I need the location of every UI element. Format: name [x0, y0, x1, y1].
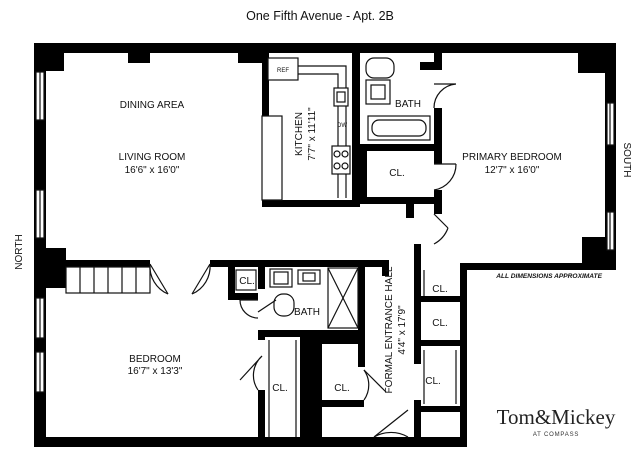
dining-area-label: DINING AREA: [120, 100, 185, 111]
brand-sub: AT COMPASS: [533, 432, 579, 438]
closet-label-hall-2: CL.: [432, 318, 448, 329]
closet-label-bedroom: CL.: [272, 383, 288, 394]
doors: [149, 83, 457, 438]
closet-label-bath2: CL.: [239, 276, 255, 287]
plan-title: One Fifth Avenue - Apt. 2B: [246, 9, 394, 23]
living-room-label: LIVING ROOM: [119, 152, 186, 163]
bath-1-fixtures: [365, 57, 431, 141]
kitchen-dim: 7'7" x 11'11": [307, 107, 318, 161]
hall-label: FORMAL ENTRANCE HALL: [384, 266, 395, 393]
brand-logo: Tom&Mickey: [497, 405, 616, 429]
bedroom-label: BEDROOM: [129, 354, 181, 365]
compass-south: SOUTH: [621, 143, 632, 178]
closet-label-small: CL.: [334, 383, 350, 394]
bath-2-label: BATH: [294, 307, 320, 318]
closet-label-hall-3: CL.: [425, 376, 441, 387]
bath-1-label: BATH: [395, 99, 421, 110]
primary-bedroom-label: PRIMARY BEDROOM: [462, 152, 562, 163]
room-labels: DINING AREA LIVING ROOM 16'6" x 16'0" KI…: [119, 99, 562, 394]
closet-rods: [235, 269, 457, 437]
fridge-label: REF: [277, 68, 289, 74]
kitchen-fixtures: REF DW: [261, 57, 351, 201]
closet-label-hall-1: CL.: [432, 284, 448, 295]
bath-2-fixtures: [269, 267, 359, 329]
closet-label-bath1: CL.: [389, 168, 405, 179]
dimensions-note: ALL DIMENSIONS APPROXIMATE: [495, 273, 602, 280]
interior-walls: [46, 53, 460, 447]
compass-north: NORTH: [14, 234, 25, 269]
bedroom-dim: 16'7" x 13'3": [128, 366, 183, 377]
kitchen-label: KITCHEN: [294, 112, 305, 156]
dishwasher-label: DW: [337, 123, 347, 129]
windows: [35, 71, 615, 393]
primary-bedroom-dim: 12'7" x 16'0": [485, 165, 540, 176]
living-room-dim: 16'6" x 16'0": [125, 165, 180, 176]
exterior-walls: [34, 43, 616, 447]
hall-dim: 4'4" x 17'9": [397, 305, 408, 355]
bedroom-shelving: [65, 266, 151, 294]
